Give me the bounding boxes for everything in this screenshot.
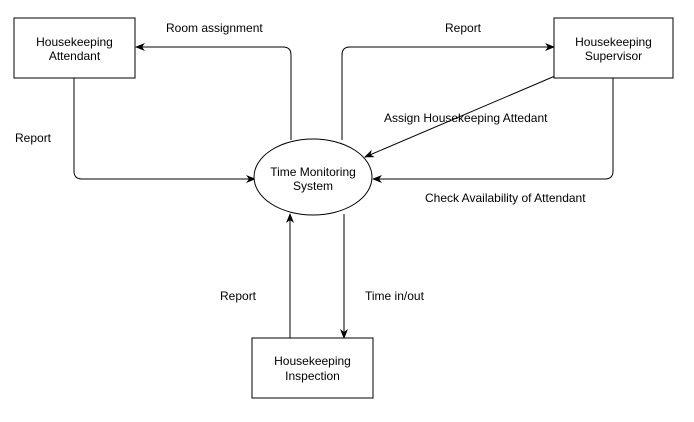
housekeeping-inspection-node: Housekeeping Inspection <box>251 337 374 399</box>
time-in-out-label: Time in/out <box>365 289 425 303</box>
time-monitoring-system-ellipse <box>253 138 373 216</box>
assign-attendant-arrow <box>364 75 556 158</box>
housekeeping-attendant-box <box>13 17 136 79</box>
housekeeping-supervisor-label-line1: Housekeeping <box>575 35 652 49</box>
housekeeping-inspection-label-line1: Housekeeping <box>274 354 351 368</box>
housekeeping-attendant-label-line1: Housekeeping <box>36 35 113 49</box>
time-monitoring-system-label-line2: System <box>293 179 333 193</box>
attendant-report-label: Report <box>15 131 52 145</box>
report-to-supervisor-label: Report <box>445 21 482 35</box>
housekeeping-supervisor-box <box>553 17 674 79</box>
report-to-supervisor-arrow <box>341 43 555 140</box>
housekeeping-attendant-label-line2: Attendant <box>49 49 101 63</box>
inspection-report-label: Report <box>220 289 257 303</box>
check-availability-arrow <box>372 78 614 183</box>
time-monitoring-system-label-line1: Time Monitoring <box>270 165 356 179</box>
room-assignment-arrow <box>135 43 292 140</box>
housekeeping-inspection-label-line2: Inspection <box>285 369 340 383</box>
housekeeping-attendant-node: Housekeeping Attendant <box>13 17 136 79</box>
assign-attendant-label: Assign Housekeeping Attedant <box>384 111 548 125</box>
housekeeping-inspection-box <box>251 337 374 399</box>
attendant-report-arrow <box>73 78 256 183</box>
housekeeping-supervisor-node: Housekeeping Supervisor <box>553 17 674 79</box>
room-assignment-label: Room assignment <box>166 21 263 35</box>
housekeeping-supervisor-label-line2: Supervisor <box>585 49 642 63</box>
check-availability-label: Check Availability of Attendant <box>425 191 586 205</box>
time-monitoring-system-node: Time Monitoring System <box>253 138 373 216</box>
